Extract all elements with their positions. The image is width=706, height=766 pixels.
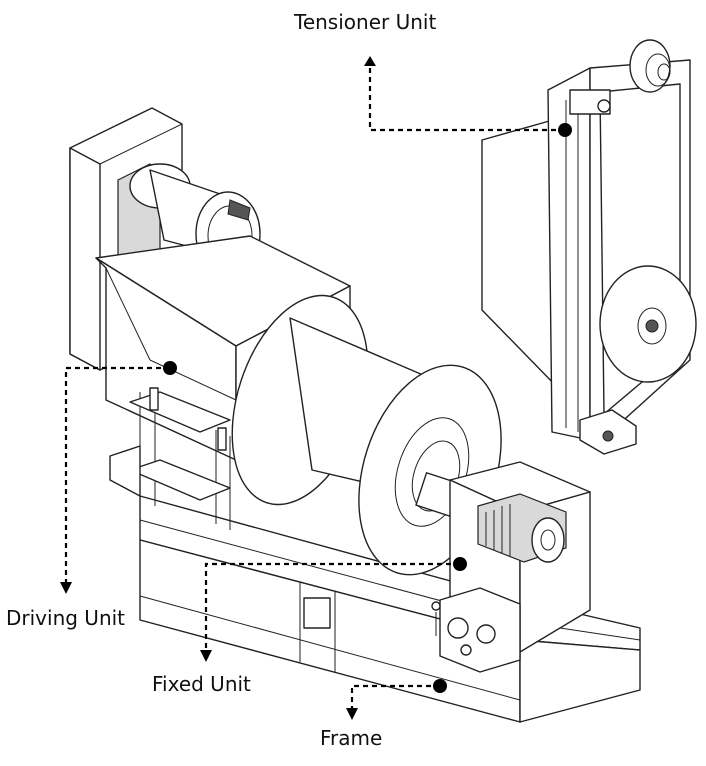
leader-frame <box>346 679 447 720</box>
drum <box>231 294 502 576</box>
driving-unit <box>69 107 351 530</box>
leader-fixed <box>200 557 467 662</box>
leader-driving <box>60 361 177 594</box>
fixed-dot <box>453 557 467 571</box>
tensioner-unit <box>481 39 697 455</box>
tensioner-dot <box>558 123 572 137</box>
fixed-unit <box>431 461 591 673</box>
driving-unit-label: Driving Unit <box>6 606 126 630</box>
frame-label: Frame <box>320 726 383 750</box>
tensioner-unit-label: Tensioner Unit <box>294 10 437 34</box>
leader-tensioner <box>364 56 572 137</box>
frame-dot <box>433 679 447 693</box>
driving-dot <box>163 361 177 375</box>
fixed-unit-label: Fixed Unit <box>152 672 251 696</box>
